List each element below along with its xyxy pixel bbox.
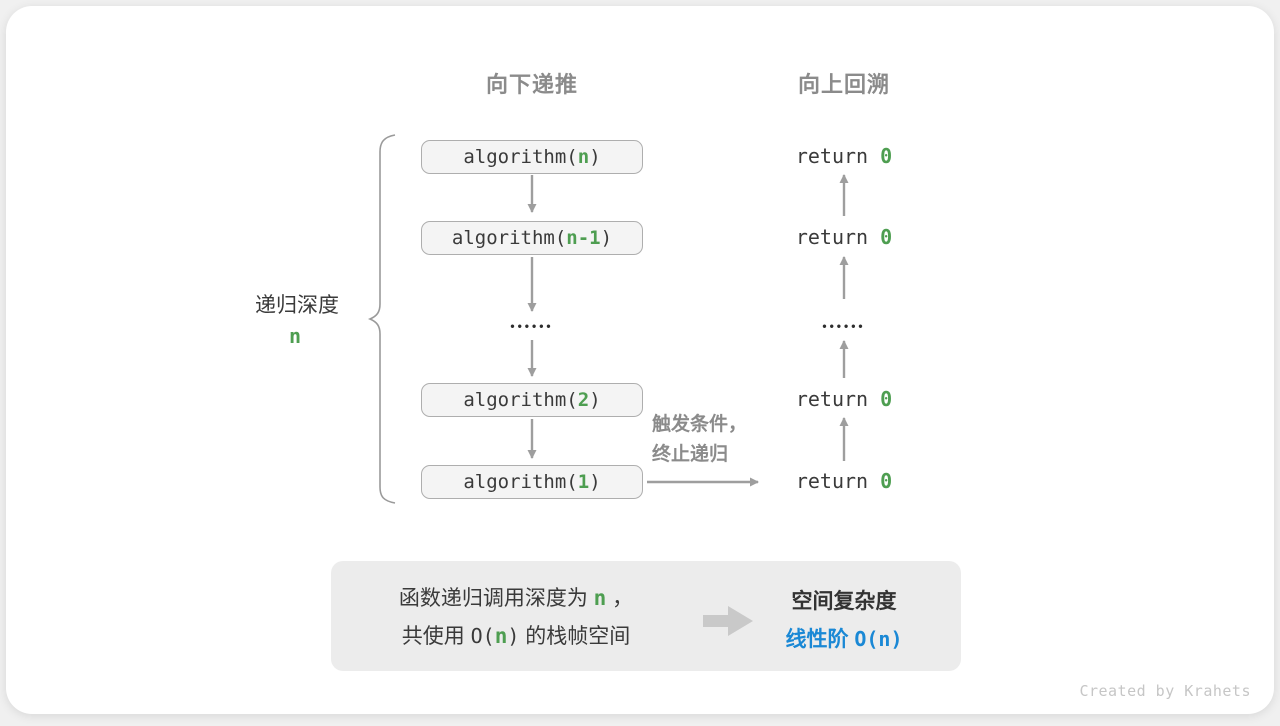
return-line: return 0 bbox=[744, 225, 944, 249]
call-arg: 1 bbox=[577, 471, 590, 493]
call-arg: n-1 bbox=[566, 227, 601, 249]
return-text: return bbox=[795, 225, 881, 249]
return-line: return 0 bbox=[744, 469, 944, 493]
call-text: algorithm( bbox=[451, 227, 567, 249]
ellipsis-left: •••••• bbox=[510, 319, 554, 333]
call-arg: 2 bbox=[577, 389, 590, 411]
space-complexity-result: 线性阶 O(n) bbox=[734, 623, 954, 653]
recursion-depth-label: 递归深度 bbox=[255, 294, 339, 317]
ellipsis-right: •••••• bbox=[822, 319, 866, 333]
return-text: return bbox=[795, 387, 881, 411]
summary-var-n: n bbox=[494, 624, 508, 648]
recursion-depth-var: n bbox=[288, 324, 302, 348]
call-text: algorithm( bbox=[463, 471, 578, 493]
header-upward-backtracking: 向上回溯 bbox=[797, 72, 890, 97]
call-text: algorithm( bbox=[463, 389, 578, 411]
return-value: 0 bbox=[880, 225, 893, 249]
summary-left-line1: 函数递归调用深度为 n ， bbox=[351, 585, 681, 612]
watermark: Created by Krahets bbox=[1079, 682, 1251, 700]
call-box-1: algorithm(1) bbox=[421, 465, 643, 499]
call-text: algorithm( bbox=[463, 146, 578, 168]
termination-condition-label: 触发条件， 终止递归 bbox=[652, 410, 812, 470]
summary-text: ， bbox=[606, 587, 634, 610]
condition-line1: 触发条件， bbox=[652, 414, 748, 435]
depth-brace bbox=[367, 134, 396, 504]
summary-code: O( bbox=[470, 624, 495, 648]
summary-left-line2: 共使用 O(n) 的栈帧空间 bbox=[351, 623, 681, 650]
summary-text: 共使用 bbox=[401, 625, 471, 648]
return-text: return bbox=[795, 144, 881, 168]
call-text: ) bbox=[589, 471, 601, 493]
call-box-n: algorithm(n) bbox=[421, 140, 643, 174]
condition-line2: 终止递归 bbox=[652, 444, 729, 465]
call-arg: n bbox=[577, 146, 590, 168]
result-text: 线性阶 bbox=[785, 628, 855, 651]
summary-var-n: n bbox=[593, 586, 607, 610]
header-downward-recursion: 向下递推 bbox=[485, 72, 578, 97]
call-box-2: algorithm(2) bbox=[421, 383, 643, 417]
space-complexity-title: 空间复杂度 bbox=[791, 590, 897, 613]
return-line: return 0 bbox=[744, 387, 944, 411]
call-text: ) bbox=[589, 389, 601, 411]
return-value: 0 bbox=[880, 144, 893, 168]
diagram-canvas: 向下递推 向上回溯 递归深度 n algorithm(n) algorithm(… bbox=[6, 6, 1274, 714]
summary-code: ) bbox=[507, 624, 520, 648]
summary-text: 函数递归调用深度为 bbox=[398, 587, 594, 610]
summary-text: 的栈帧空间 bbox=[519, 625, 631, 648]
return-text: return bbox=[795, 469, 881, 493]
return-value: 0 bbox=[880, 387, 893, 411]
big-right-arrow-icon bbox=[703, 606, 753, 636]
call-text: ) bbox=[600, 227, 613, 249]
call-box-n-1: algorithm(n-1) bbox=[421, 221, 643, 255]
call-text: ) bbox=[589, 146, 601, 168]
return-value: 0 bbox=[880, 469, 893, 493]
return-line: return 0 bbox=[744, 144, 944, 168]
summary-box: 函数递归调用深度为 n ， 共使用 O(n) 的栈帧空间 空间复杂度 线性阶 O… bbox=[331, 561, 961, 671]
result-code: O(n) bbox=[854, 627, 903, 651]
